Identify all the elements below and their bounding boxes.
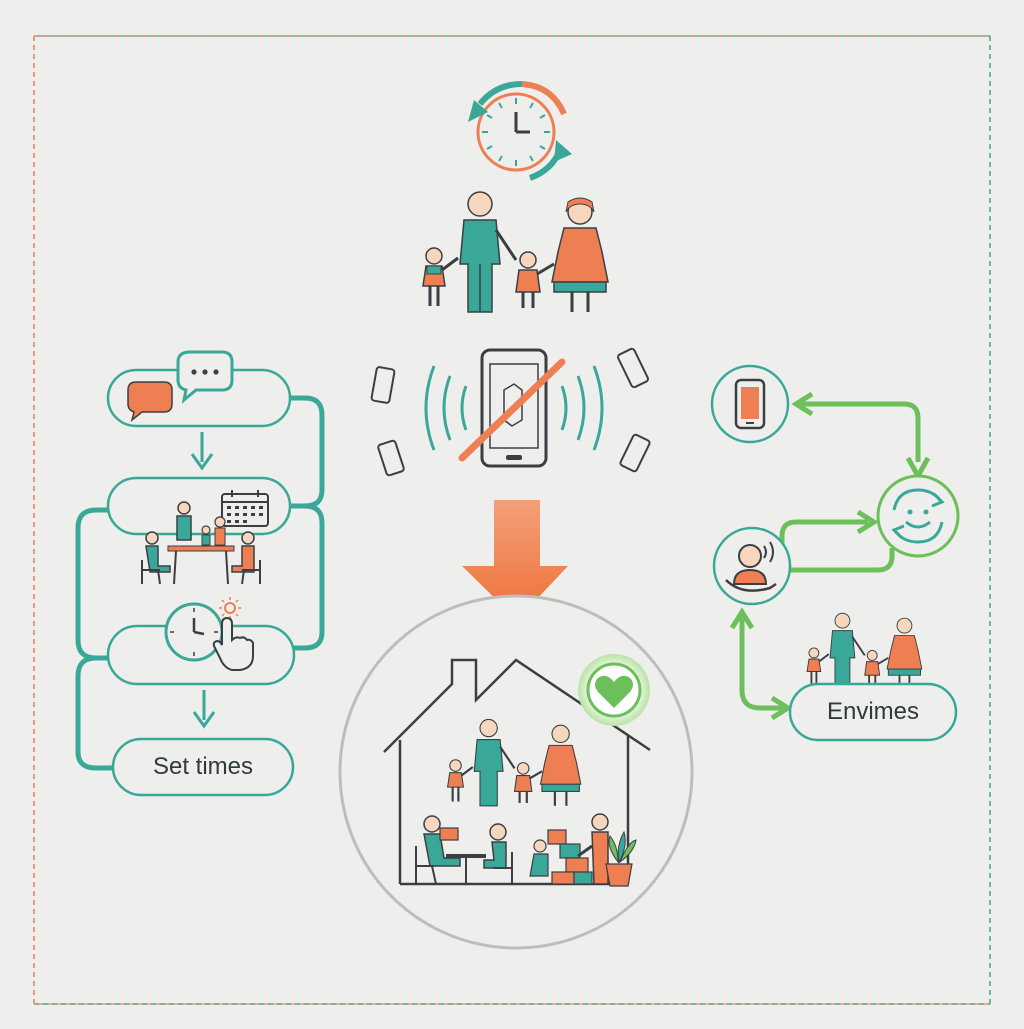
- person-voice-node[interactable]: [712, 526, 792, 606]
- center-flow: [338, 81, 694, 950]
- clock-tap-icon: [164, 597, 254, 671]
- set-times-label: Set times: [152, 753, 254, 780]
- arrow-down-icon: [192, 690, 216, 729]
- smiley-refresh-node[interactable]: [876, 474, 960, 558]
- phone-icon: [734, 378, 766, 430]
- smiley-refresh-icon: [891, 488, 945, 544]
- envimes-pill[interactable]: [788, 682, 958, 742]
- heart-icon: [578, 654, 650, 726]
- family-icon: [422, 191, 609, 313]
- family-meeting-calendar-icon: [141, 490, 269, 585]
- arrow-down-icon: [462, 500, 568, 620]
- clock-cycle-icon: [468, 81, 572, 181]
- right-cycle: [710, 364, 960, 742]
- phone-node[interactable]: [710, 364, 790, 444]
- left-flow: [75, 350, 325, 797]
- envimes-label: Envimes: [826, 698, 920, 725]
- set-times-pill[interactable]: [111, 737, 295, 797]
- arrow-down-icon: [190, 432, 214, 471]
- home-circle: [338, 594, 694, 950]
- person-voice-icon: [725, 541, 777, 592]
- home-family-activities-icon: [383, 658, 651, 887]
- left-flow-connector-right: [290, 395, 325, 509]
- chat-bubbles-icon: [127, 350, 234, 422]
- phone-crossed-out-icon: [370, 347, 651, 477]
- dashed-frame: [33, 35, 991, 1005]
- left-flow-connector-left: [75, 507, 108, 661]
- family-icon: [806, 612, 923, 689]
